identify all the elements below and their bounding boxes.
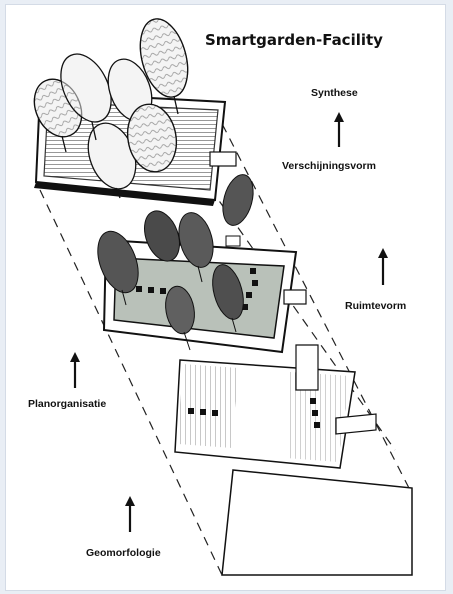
label-synthese: Synthese: [311, 87, 358, 99]
diagram-title: Smartgarden-Facility: [205, 31, 383, 49]
layer-planorganisatie: [175, 345, 376, 468]
label-ruimtevorm: Ruimtevorm: [345, 300, 406, 312]
layer-geomorfologie: [222, 470, 412, 575]
label-geomorfologie: Geomorfologie: [86, 547, 161, 559]
label-verschijningsvorm: Verschijningsvorm: [282, 160, 376, 172]
label-planorganisatie: Planorganisatie: [28, 398, 106, 410]
